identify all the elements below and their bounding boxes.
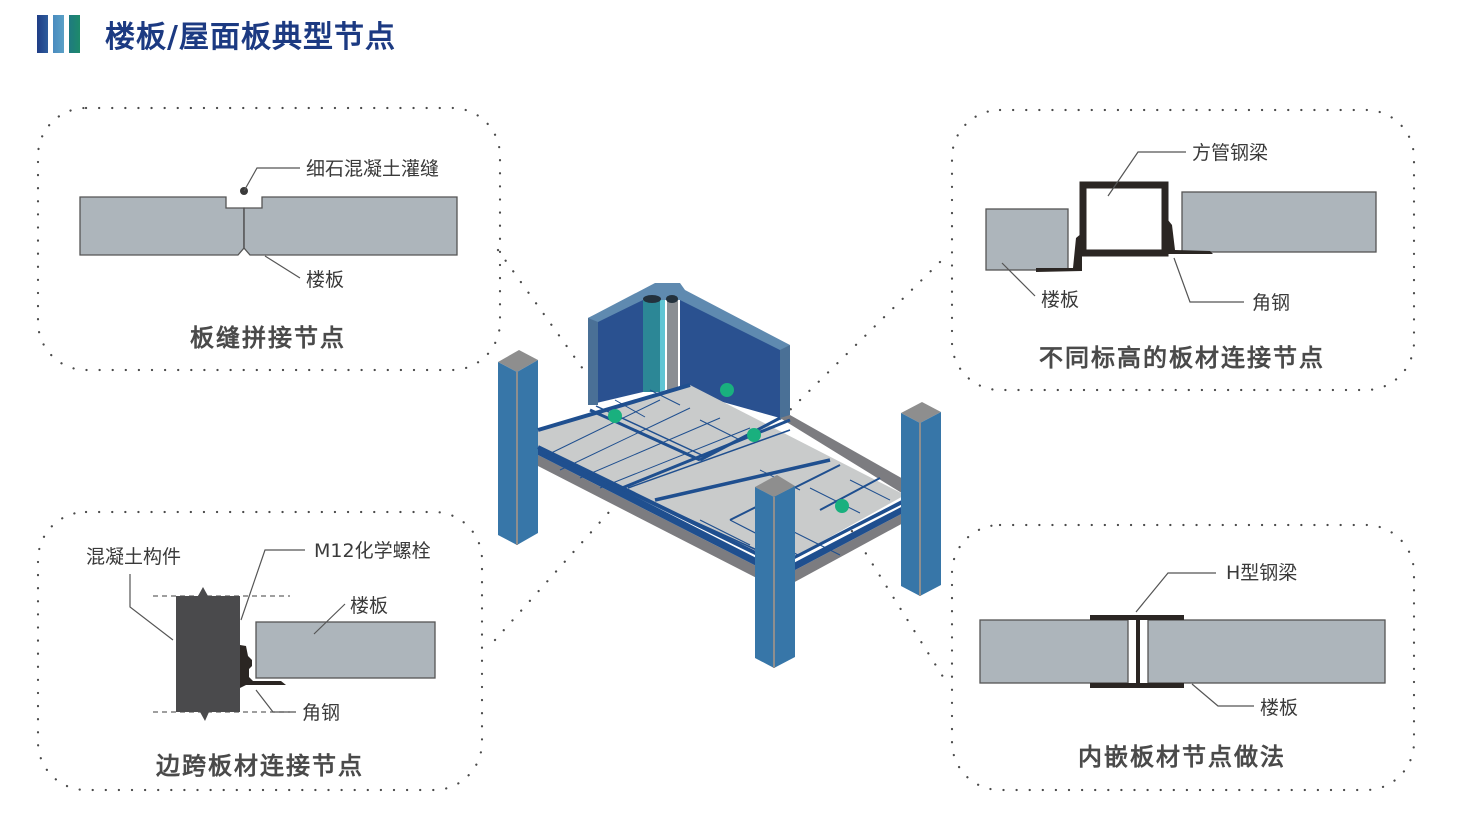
title-mark-bar (37, 15, 48, 53)
h-beam-top-flange (1090, 615, 1184, 620)
slab-left (979, 619, 1129, 684)
wall-joint-panel (643, 300, 660, 392)
leader-line (255, 689, 296, 713)
caption-joint-splice: 板缝拼接节点 (190, 324, 346, 352)
label-slab: 楼板 (350, 595, 388, 617)
wall-joint-grey (667, 300, 678, 390)
label-angle-steel: 角钢 (302, 702, 340, 724)
node-marker-icon (608, 409, 622, 423)
floor-ribs (537, 383, 906, 567)
label-slab: 楼板 (1260, 697, 1298, 719)
label-grout: 细石混凝土灌缝 (306, 158, 439, 180)
concrete-member (176, 587, 240, 721)
square-tube-beam (1079, 181, 1169, 257)
detail-box-embedded (950, 523, 1416, 792)
callout-connectors (493, 248, 947, 682)
slab-high (1181, 191, 1377, 253)
label-angle-steel: 角钢 (1252, 292, 1290, 314)
h-beam-web (1136, 620, 1140, 683)
angle-steel-right (1168, 220, 1213, 254)
angle-steel-bolt (240, 645, 286, 688)
page-title: 楼板/屋面板典型节点 (105, 20, 396, 55)
leader-line (240, 549, 305, 621)
wall-left-face (588, 292, 643, 405)
wall-joint-top (666, 295, 678, 303)
isometric-floor-model (498, 283, 941, 668)
wall-joint-top (643, 295, 661, 303)
detail-embedded: H型钢梁 楼板 内嵌板材节点做法 (979, 562, 1386, 771)
wall-top-cap (588, 283, 790, 350)
caption-edge-span: 边跨板材连接节点 (156, 752, 364, 780)
detail-box-different-elevation (950, 108, 1416, 392)
header: 楼板/屋面板典型节点 (37, 15, 396, 55)
leader-line (1191, 683, 1254, 707)
wall-joint-highlight (660, 300, 665, 392)
label-slab: 楼板 (1041, 289, 1079, 311)
detail-joint-splice: 细石混凝土灌缝 楼板 板缝拼接节点 (79, 158, 458, 352)
slab-low (985, 208, 1069, 271)
wall-left-edge (588, 318, 598, 405)
connector-bottom-right (843, 518, 947, 682)
connector-top-right (788, 260, 942, 412)
connector-bottom-left (493, 408, 702, 642)
leader-line (1135, 572, 1216, 613)
slab-panel-left (79, 196, 245, 256)
label-slab: 楼板 (306, 269, 344, 291)
detail-box-joint-splice (36, 106, 502, 372)
node-marker-icon (720, 383, 734, 397)
leader-line (313, 603, 346, 635)
leader-line (1107, 151, 1186, 197)
floor-back-edge (780, 415, 905, 495)
caption-different-elevation: 不同标高的板材连接节点 (1039, 344, 1325, 372)
floor-surface (538, 385, 905, 565)
leader-line (1001, 262, 1036, 297)
caption-embedded: 内嵌板材节点做法 (1078, 743, 1286, 771)
h-beam-bottom-flange (1090, 683, 1184, 688)
wall-right-edge (780, 345, 790, 420)
label-square-tube-beam: 方管钢梁 (1192, 142, 1268, 164)
detail-different-elevation: 方管钢梁 楼板 角钢 不同标高的板材连接节点 (985, 142, 1377, 372)
leader-line (1173, 257, 1244, 303)
title-mark-bar (69, 15, 80, 53)
wall-right-face (680, 298, 780, 418)
label-h-beam: H型钢梁 (1226, 562, 1297, 584)
label-m12-bolt: M12化学螺栓 (314, 540, 431, 562)
column-back-right (901, 402, 941, 596)
node-marker-icon (747, 428, 761, 442)
slab-edge (255, 621, 436, 679)
leader-line (243, 167, 300, 192)
angle-steel-left (1036, 233, 1082, 272)
label-concrete-member: 混凝土构件 (86, 546, 181, 568)
slab-panel-right (243, 196, 458, 256)
leader-line (129, 574, 174, 641)
slab-right (1147, 619, 1386, 684)
node-marker-icon (835, 499, 849, 513)
leader-line (264, 255, 301, 279)
connector-top-left (496, 248, 600, 392)
column-back-left (498, 350, 538, 545)
detail-edge-span: 混凝土构件 M12化学螺栓 楼板 角钢 边跨板材连接节点 (86, 540, 436, 780)
title-marks-icon (37, 15, 80, 53)
column-front (755, 475, 795, 668)
title-mark-bar (53, 15, 64, 53)
